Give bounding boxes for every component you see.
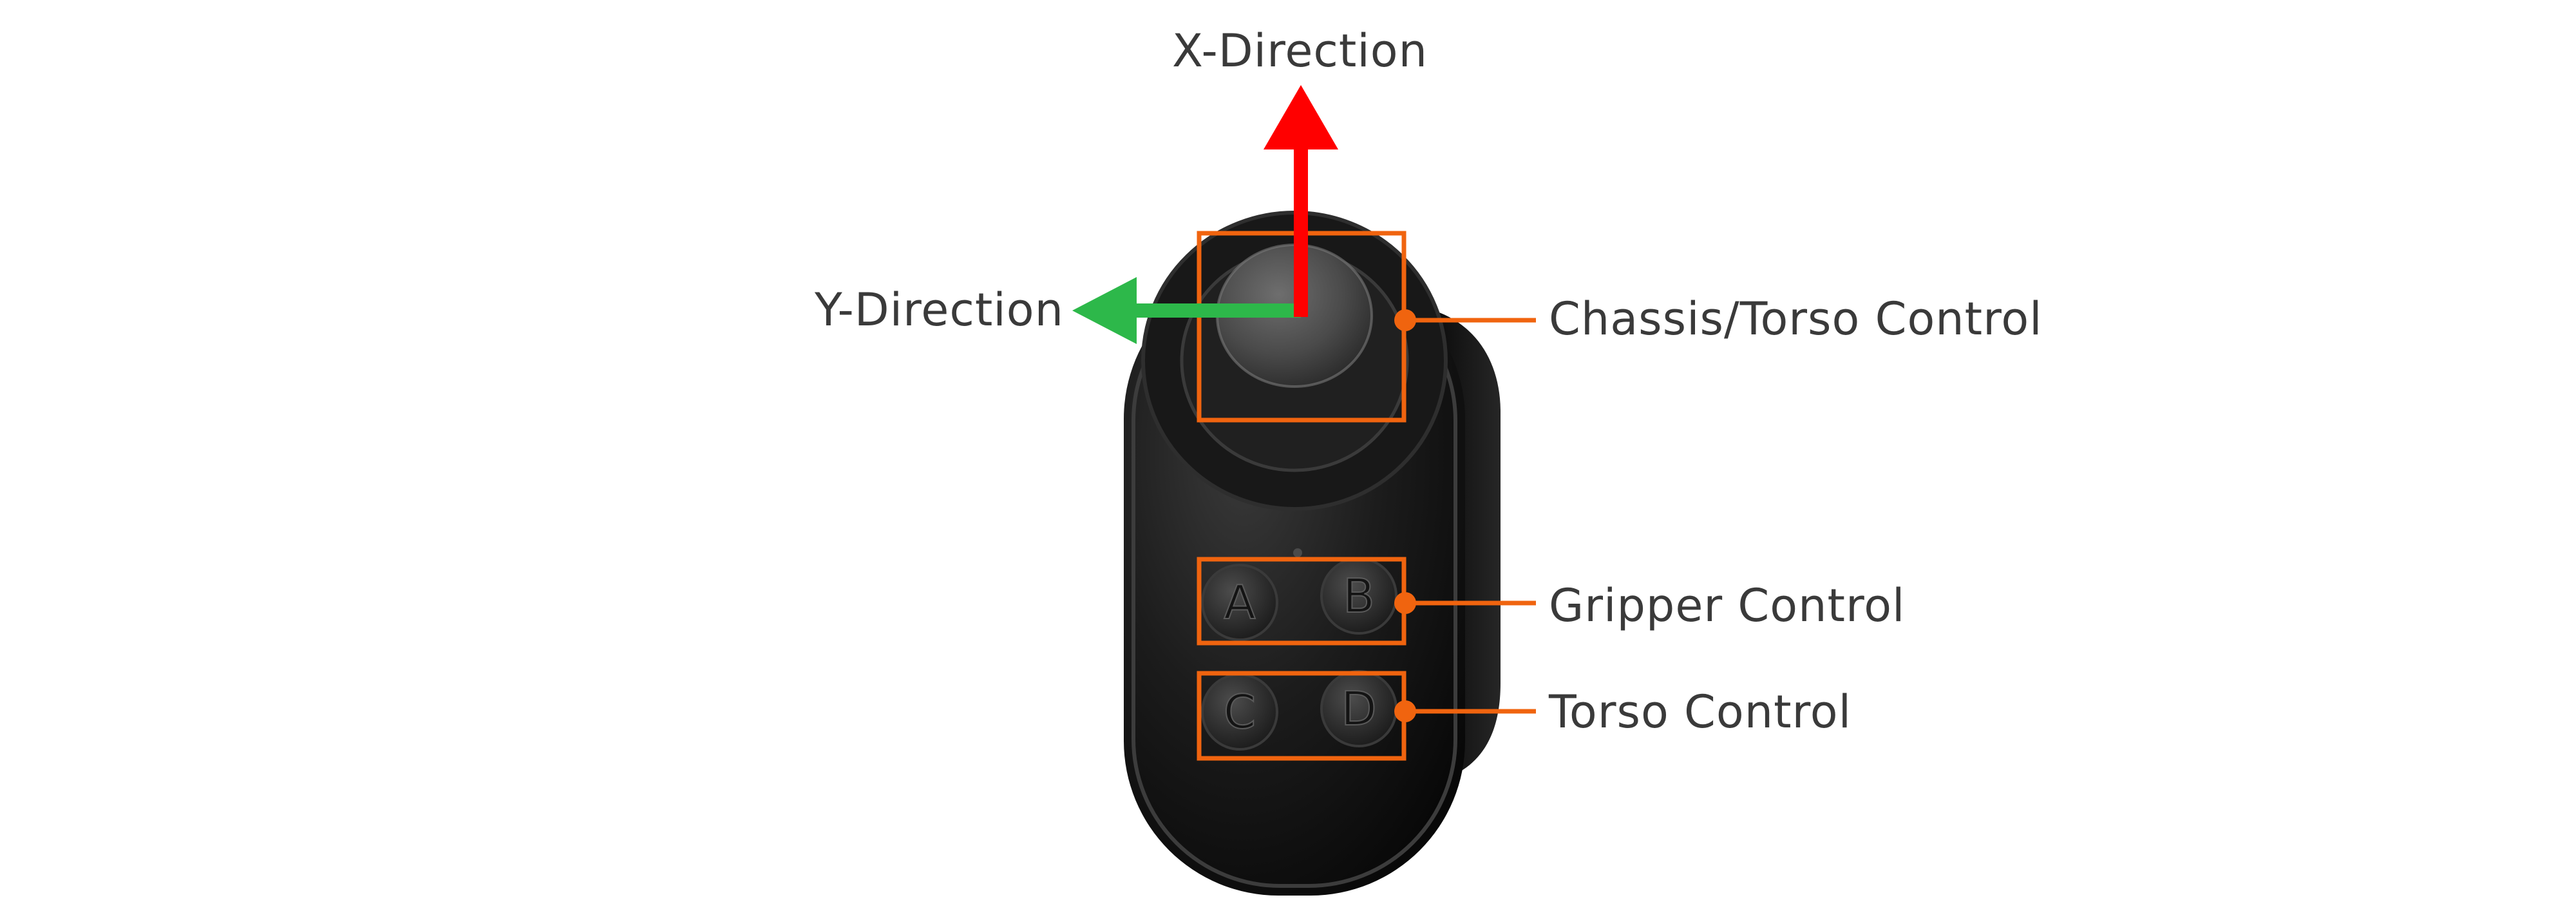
button-b[interactable]: B [1320,557,1397,635]
chassis-leader-dot [1394,309,1416,331]
torso-control-label: Torso Control [1549,686,1852,738]
button-a[interactable]: A [1201,564,1278,641]
y-direction-arrowhead [1072,277,1137,344]
button-c-letter: C [1224,685,1256,739]
torso-leader-dot [1394,700,1416,722]
button-d-letter: D [1341,682,1376,736]
gripper-control-label: Gripper Control [1549,579,1906,632]
gripper-leader-dot [1394,592,1416,614]
button-c[interactable]: C [1201,673,1278,751]
y-direction-label: Y-Direction [815,283,1064,336]
x-direction-arrowhead [1264,85,1338,149]
button-d[interactable]: D [1320,670,1397,747]
button-b-letter: B [1343,569,1374,623]
x-direction-label: X-Direction [1172,24,1428,77]
button-a-letter: A [1224,575,1255,629]
indicator-dot [1293,548,1302,557]
chassis-torso-control-label: Chassis/Torso Control [1549,293,2043,345]
